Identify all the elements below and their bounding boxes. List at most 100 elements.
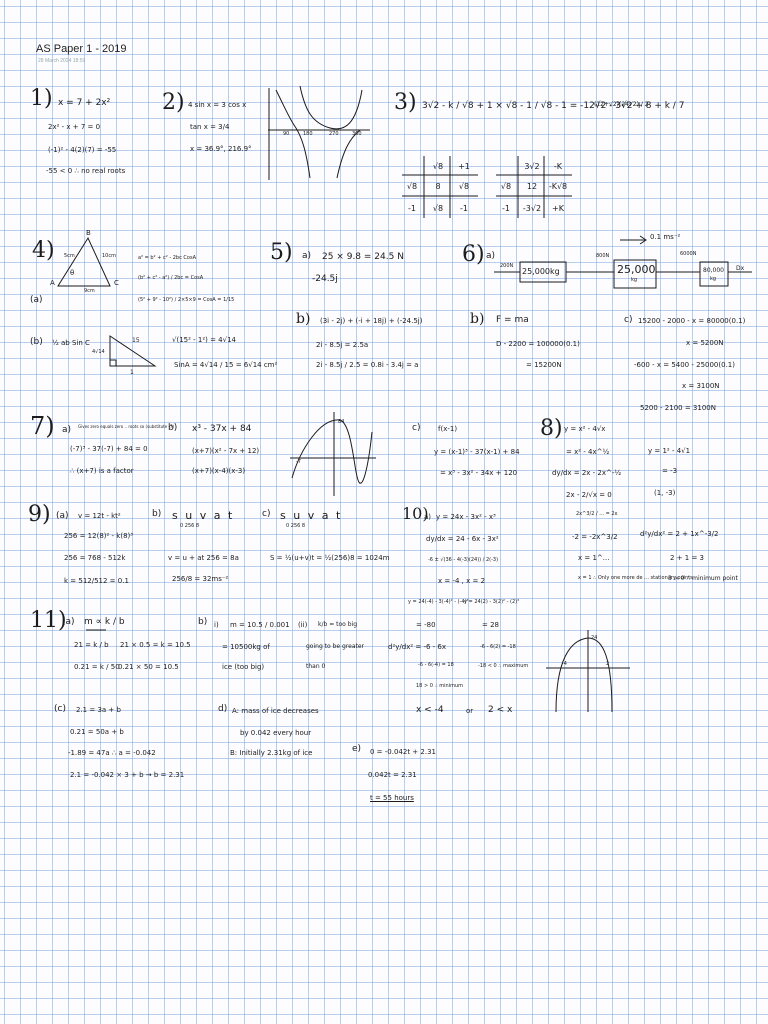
q8-line-5: 2x^3/2 / ... = 2x: [576, 511, 618, 517]
q4-rt-hyp: 15: [132, 337, 140, 344]
q10-a-line-2: dy/dx = 24 - 6x - 3x²: [426, 535, 499, 543]
q9-number: 9): [28, 502, 51, 527]
q11-a-line-4: 21 × 0.5 = k = 10.5: [120, 641, 191, 649]
q11-c-line-4: 2.1 = -0.042 × 3 + b → b = 2.31: [70, 771, 185, 779]
q11-a-line-3: 0.21 = k / 50: [74, 663, 120, 671]
q8-line-9: -2 = -2x^3/2: [572, 533, 618, 541]
q2-tick-90: 90: [283, 131, 290, 137]
q6-number: 6): [462, 242, 485, 267]
q9-a-line-2: 256 = 12(8)² - k(8)³: [64, 532, 134, 540]
q4-vertex-b: B: [86, 229, 91, 237]
q7-c-line-1: f(x-1): [438, 425, 458, 433]
q4-number: 4): [32, 238, 55, 263]
q9-b-sub: 0 256 8: [180, 523, 200, 529]
q8-line-6: y = 1² - 4√1: [648, 447, 691, 455]
q6-c-line-4: x = 3100N: [682, 382, 720, 390]
q10-graph-24: 24: [591, 635, 598, 641]
q3-number: 3): [394, 90, 417, 115]
q5-b-line-1: (3i - 2j) + (-i + 18j) + (-24.5j): [320, 317, 423, 325]
q10-ineq-2: 2 < x: [488, 705, 513, 715]
q9-b-line-2: 256/8 = 32ms⁻²: [172, 575, 229, 583]
q3-t2-r2b: -3√2: [522, 204, 542, 213]
q5-part-b: b): [296, 311, 311, 327]
q11-part-e: e): [352, 744, 362, 754]
q11-d-line-3: B: Initially 2.31kg of ice: [230, 749, 313, 757]
q10-a-line-13: -18 < 0 ∴ maximum: [478, 663, 529, 669]
q3-t1-h2: +1: [458, 162, 470, 171]
q11-b-ii-line-3: than 0: [306, 663, 326, 670]
q11-c-line-2: 0.21 = 50a + b: [70, 728, 124, 736]
q7-b-line-2: (x+7)(x² - 7x + 12): [192, 447, 260, 455]
q11-b-ii: (ii): [298, 621, 308, 629]
q10-a-line-6: y = 24(2) - 3(2)² - (2)³: [464, 599, 520, 605]
q3-t2-r2c: +K: [552, 204, 564, 213]
q7-number: 7): [30, 412, 55, 440]
q4-part-a: (a): [30, 295, 43, 305]
q1-line-1: x = 7 + 2x²: [58, 98, 111, 108]
q8-line-3: dy/dx = 2x - 2x^-½: [552, 469, 622, 477]
q11-part-c: (c): [54, 704, 66, 714]
q10-a-line-4: x = -4 , x = 2: [438, 577, 486, 585]
q2-line-3: x = 36.9°, 216.9°: [190, 145, 252, 153]
q9-a-line-3: 256 = 768 - 512k: [64, 554, 126, 562]
q11-number: 11): [30, 608, 67, 633]
q3-t1-r2c: -1: [460, 204, 468, 213]
q7-graph-minus7: -7: [296, 459, 301, 465]
q9-part-c: c): [262, 509, 271, 519]
q6-box2-unit: kg: [631, 277, 638, 283]
q9-c-sub: 0 256 8: [286, 523, 306, 529]
q10-a-line-3: -6 ± √(36 - 4(-3)(24)) / 2(-3): [428, 557, 499, 563]
q6-part-b: b): [470, 311, 485, 327]
q11-b-i-line-2: = 10500kg of: [222, 643, 270, 651]
q9-part-b: b): [152, 509, 162, 519]
q8-line-2: = x² - 4x^½: [566, 448, 610, 456]
q8-line-13: x = 1 ∴ Only one more de ... stationary …: [578, 575, 693, 581]
q3-tail: (12+√2)(24√2) / 2: [594, 101, 649, 108]
q11-e-line-3: t = 55 hours: [370, 794, 414, 802]
q8-line-12: 2 + 1 = 3: [670, 554, 704, 562]
q4-rt-line-1: √(15² - 1²) = 4√14: [172, 336, 237, 344]
q8-line-11: d²y/dx² = 2 + 1x^-3/2: [640, 530, 719, 538]
q3-t1-r2b: √8: [432, 204, 444, 213]
q11-b-ii-line-1: k/b = too big: [318, 621, 358, 628]
page-title: AS Paper 1 - 2019: [36, 43, 127, 55]
q7-a-note: Gives zero equals zero .. roots so (subs…: [78, 424, 174, 429]
q2-line-1: 4 sin x = 3 cos x: [188, 101, 247, 109]
q10-a-line-9: d²y/dx² = -6 - 6x: [388, 643, 447, 651]
q1-line-3: (-1)² - 4(2)(7) = -55: [48, 146, 117, 154]
q6-force-1: 200N: [500, 263, 514, 269]
q6-c-line-2: x = 5200N: [686, 339, 724, 347]
q10-a-line-5: y = 24(-4) - 3(-4)² - (-4)³: [408, 599, 469, 605]
q2-tick-180: 180: [303, 131, 313, 137]
q9-a-line-1: v = 12t - kt²: [78, 512, 121, 520]
q11-part-a: (a): [62, 617, 75, 627]
q8-line-10: x = 1^...: [578, 554, 610, 562]
q9-c-line-1: S = ½(u+v)t = ½(256)8 = 1024m: [270, 554, 390, 562]
q8-line-4: 2x - 2/√x = 0: [566, 491, 612, 499]
q8-line-1: y = x² - 4√x: [564, 425, 606, 433]
q8-number: 8): [540, 416, 563, 441]
q10-a-line-11: -6 - 6(2) = -18: [480, 644, 516, 650]
q9-b-line-1: v = u + at 256 = 8a: [168, 554, 239, 562]
q4-part-b: (b): [30, 337, 43, 347]
q9-part-a: (a): [56, 511, 69, 521]
q11-e-line-1: 0 = -0.042t + 2.31: [370, 748, 436, 756]
q9-a-line-4: k = 512/512 = 0.1: [64, 577, 129, 585]
q4-cos-2: (b² + c² - a²) / 2bc = CosA: [138, 275, 204, 281]
q2-tick-270: 270: [329, 131, 339, 137]
q6-part-c: c): [624, 315, 633, 325]
q6-part-a: a): [486, 251, 496, 261]
q4-side-2: 10cm: [102, 253, 116, 259]
q11-b-ii-line-2: going to be greater: [306, 643, 365, 650]
q11-b-i: i): [214, 621, 219, 629]
q10-ineq-or: or: [466, 707, 474, 715]
q8-line-14: 3 > 0 ∴ minimum point: [668, 575, 738, 582]
q6-acceleration: 0.1 ms⁻²: [650, 233, 681, 241]
q3-t2-r1a: √8: [500, 182, 512, 191]
q1-line-4: -55 < 0 ∴ no real roots: [46, 167, 126, 175]
q4-vertex-c: C: [114, 279, 119, 287]
q11-e-line-2: 0.042t = 2.31: [368, 771, 417, 779]
q4-rt-adj: 1: [130, 369, 134, 376]
q3-t2-r1b: 12: [526, 182, 538, 191]
q11-d-line-1: A: mass of ice decreases: [232, 707, 319, 715]
